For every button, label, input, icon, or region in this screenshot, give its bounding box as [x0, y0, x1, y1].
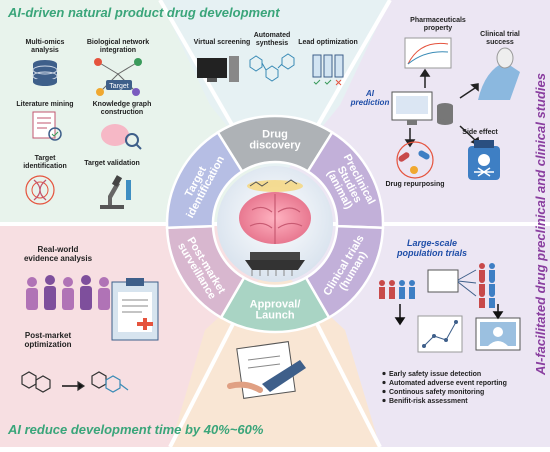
headline-right-vertical: AI-facilitated drug preclinical and clin…	[533, 73, 548, 376]
approval-form-icon	[227, 341, 306, 399]
trend-chart-icon	[417, 315, 463, 353]
people-group-icon	[26, 275, 110, 310]
network-icon: Target	[94, 58, 142, 96]
clinical-bullet: Continous safety monitoring	[389, 389, 484, 396]
clipboard-icon	[111, 278, 159, 341]
bullet-dot	[382, 371, 386, 376]
lead-optimization-label: Lead optimization	[298, 39, 358, 46]
bullet-dot	[382, 398, 386, 403]
discovery-panel-bg	[160, 0, 390, 185]
molecules-icon	[249, 53, 295, 82]
microscope-icon	[100, 175, 131, 209]
mouse-hand-icon	[478, 47, 520, 100]
computer-icon	[197, 56, 239, 82]
clinical-bullet: Benifit-risk assessment	[389, 398, 468, 405]
repurposing-label: Drug repurposing	[385, 181, 444, 188]
brain-search-icon	[101, 124, 142, 150]
clinical-bullet: Automated adverse event reporting	[389, 380, 507, 387]
poison-bottle-icon	[468, 140, 500, 180]
clinical-bullet: Early safety issue detection	[389, 371, 481, 378]
literature-label: Literature mining	[16, 101, 73, 108]
headline-bottom-left: AI reduce development time by 40%~60%	[7, 422, 264, 437]
ring-approval-label: Approval/Launch	[250, 299, 301, 322]
lab-computer-icon	[391, 91, 453, 125]
document-check-icon	[32, 111, 62, 141]
side-effect-label: Side effect	[462, 129, 498, 136]
clinical-arrows	[394, 304, 504, 326]
molecule-optimize-icon	[21, 371, 129, 393]
target-badge: Target	[109, 83, 129, 90]
headline-top-left: AI-driven natural product drug developme…	[7, 5, 280, 20]
video-call-icon	[475, 317, 521, 351]
database-icon	[32, 60, 58, 86]
bullet-dot	[382, 389, 386, 394]
checklist-icon	[312, 54, 344, 86]
bullet-dot	[382, 380, 386, 385]
virtual-screening-label: Virtual screening	[194, 39, 251, 46]
molecule-halo-icon	[247, 180, 303, 192]
chip-icon	[245, 260, 305, 270]
population-icon	[379, 263, 495, 308]
process-ring	[165, 114, 385, 334]
ring-target-identification	[165, 130, 244, 230]
target-val-label: Target validation	[84, 160, 140, 167]
repurposing-icon	[396, 141, 434, 179]
dna-target-icon	[25, 175, 55, 205]
curve-chart-icon	[404, 37, 452, 69]
